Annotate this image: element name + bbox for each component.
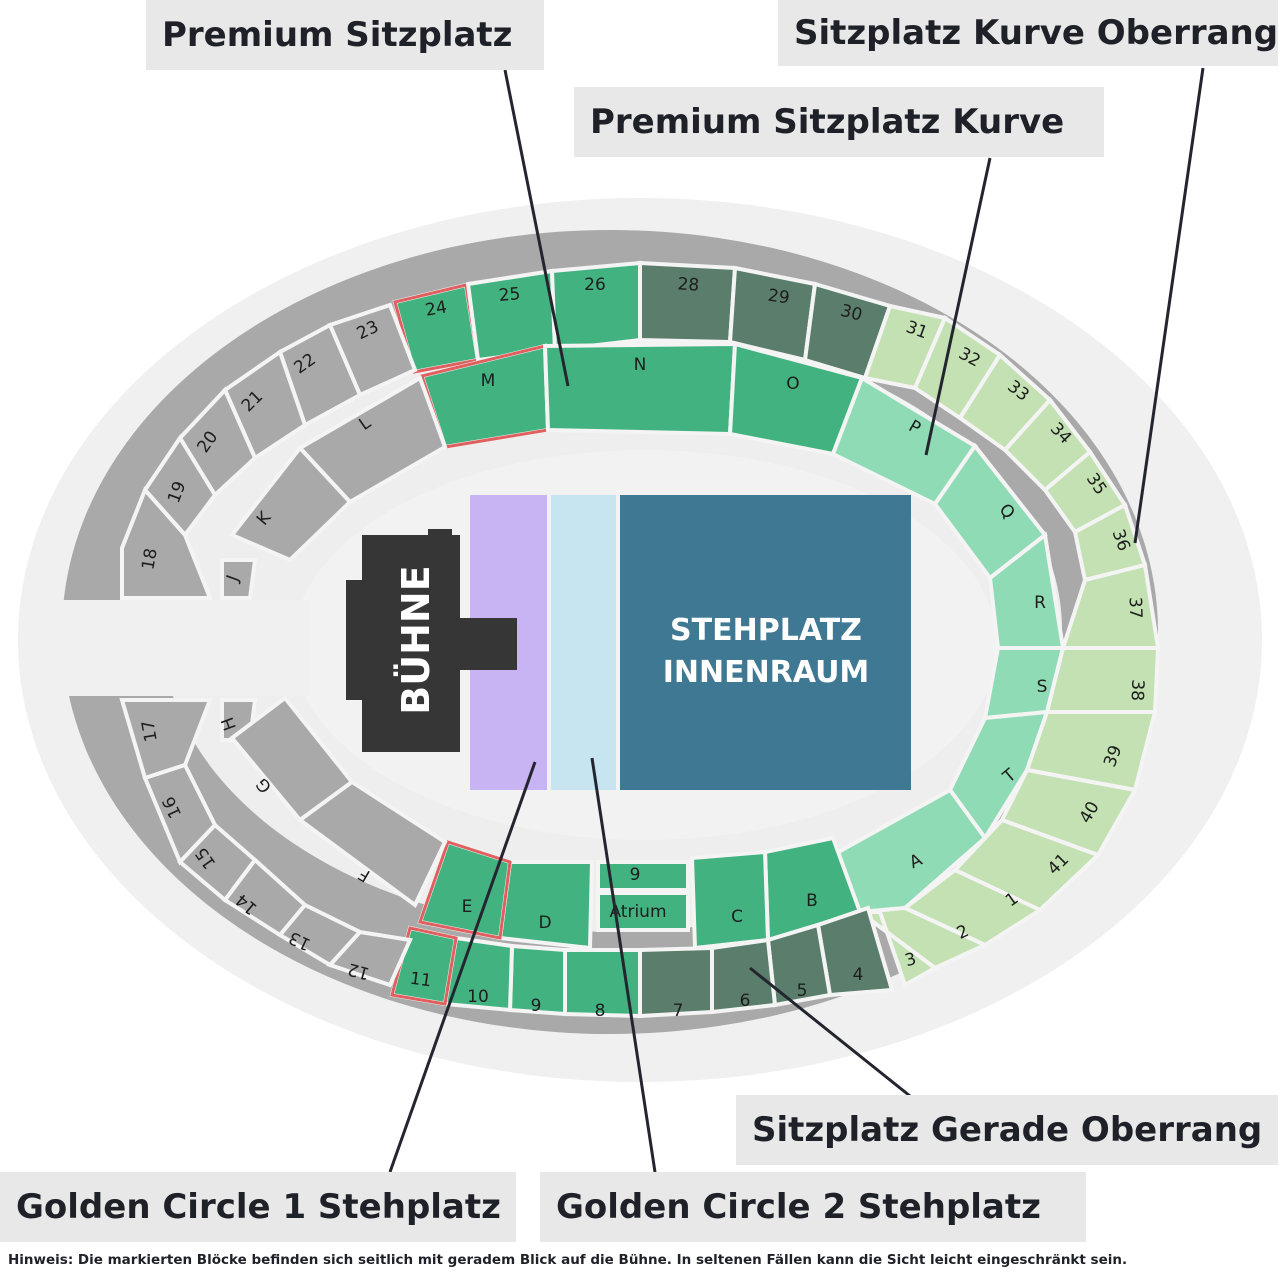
block-label: S xyxy=(1037,677,1048,697)
block-38-curve-upper[interactable]: 38 xyxy=(1044,646,1161,714)
block-label: 25 xyxy=(498,284,521,306)
block-5-upper-south[interactable]: 5 xyxy=(765,922,833,1008)
block-label: E xyxy=(462,897,473,917)
golden-circle-2-area[interactable] xyxy=(551,495,616,790)
label-premium-sitzplatz: Premium Sitzplatz xyxy=(146,0,544,70)
block-e-lower-south[interactable]: E xyxy=(417,839,513,941)
block-label: 11 xyxy=(409,969,433,992)
block-label: 9 xyxy=(630,865,641,885)
block-label: 7 xyxy=(673,1001,684,1021)
block-7-upper-south[interactable]: 7 xyxy=(638,945,714,1021)
block-label: B xyxy=(806,891,818,911)
block-3-curve-upper[interactable]: 3 xyxy=(853,910,939,988)
block-label: 4 xyxy=(853,965,864,985)
innenraum-label-line1: STEHPLATZ xyxy=(670,613,862,648)
block-label: 10 xyxy=(467,987,489,1007)
block-f-west-lower[interactable]: F xyxy=(296,779,448,909)
block-label: 29 xyxy=(767,286,791,309)
block-label: Atrium xyxy=(609,902,666,922)
block-6-upper-south[interactable]: 6 xyxy=(710,937,778,1015)
block-25-upper-north[interactable]: 25 xyxy=(465,268,558,363)
block-label: 37 xyxy=(1125,597,1146,619)
block-k-west-lower[interactable]: K xyxy=(228,444,353,563)
block-label: C xyxy=(731,907,743,927)
block-label: O xyxy=(786,374,799,394)
block-31-curve-upper[interactable]: 31 xyxy=(862,303,948,391)
label-golden-circle-2: Golden Circle 2 Stehplatz xyxy=(540,1172,1086,1242)
block-label: M xyxy=(481,371,496,391)
block-20-west-upper[interactable]: 20 xyxy=(177,386,258,499)
block-label: 6 xyxy=(740,991,751,1011)
block-28-upper-north[interactable]: 28 xyxy=(638,260,738,345)
block-label: N xyxy=(634,355,647,375)
block-label: 5 xyxy=(797,981,808,1001)
block-label: 3 xyxy=(903,949,919,971)
block-label: 24 xyxy=(424,297,449,320)
block-label: 17 xyxy=(138,718,161,743)
innenraum-area[interactable] xyxy=(620,495,911,790)
stage xyxy=(346,529,460,752)
block-label: 8 xyxy=(595,1001,606,1021)
block-30-upper-north[interactable]: 30 xyxy=(802,281,893,381)
block-18-west-upper[interactable]: 18 xyxy=(120,486,213,600)
block-35-curve-upper[interactable]: 35 xyxy=(1042,449,1128,535)
label-golden-circle-1: Golden Circle 1 Stehplatz xyxy=(0,1172,516,1242)
stage-runway xyxy=(455,618,517,670)
block-9-center-south[interactable]: 9 xyxy=(596,860,690,892)
block-c-lower-south[interactable]: C xyxy=(689,849,771,951)
block-atrium-center-south[interactable]: Atrium xyxy=(596,891,690,932)
block-label: 28 xyxy=(677,274,700,295)
label-sitzplatz-kurve-oberrang: Sitzplatz Kurve Oberrang xyxy=(778,0,1278,66)
block-label: 38 xyxy=(1127,679,1148,701)
block-label: R xyxy=(1034,593,1046,613)
block-label: 18 xyxy=(138,547,161,572)
block-d-lower-south[interactable]: D xyxy=(497,860,595,951)
leader-lines xyxy=(388,67,1205,1173)
label-sitzplatz-gerade-oberrang: Sitzplatz Gerade Oberrang xyxy=(736,1095,1278,1165)
innenraum-label-line2: INNENRAUM xyxy=(663,655,870,690)
block-label: D xyxy=(538,913,551,933)
block-n-lower-north[interactable]: N xyxy=(542,341,738,437)
block-8-upper-south[interactable]: 8 xyxy=(563,948,642,1021)
block-j-west-lower[interactable]: J xyxy=(220,558,258,600)
block-label: 26 xyxy=(584,275,606,295)
label-premium-sitzplatz-kurve: Premium Sitzplatz Kurve xyxy=(574,87,1104,157)
block-9-upper-south[interactable]: 9 xyxy=(507,943,567,1017)
hint-note: Hinweis: Die markierten Blöcke befinden … xyxy=(8,1252,1128,1268)
block-12-west-upper[interactable]: 12 xyxy=(326,929,413,988)
block-17-west-upper[interactable]: 17 xyxy=(119,698,213,781)
block-26-upper-north[interactable]: 26 xyxy=(549,260,642,353)
stage-label: BÜHNE xyxy=(394,565,438,714)
west-entrance xyxy=(62,600,310,696)
block-label: 9 xyxy=(531,996,542,1016)
block-29-upper-north[interactable]: 29 xyxy=(727,265,818,363)
